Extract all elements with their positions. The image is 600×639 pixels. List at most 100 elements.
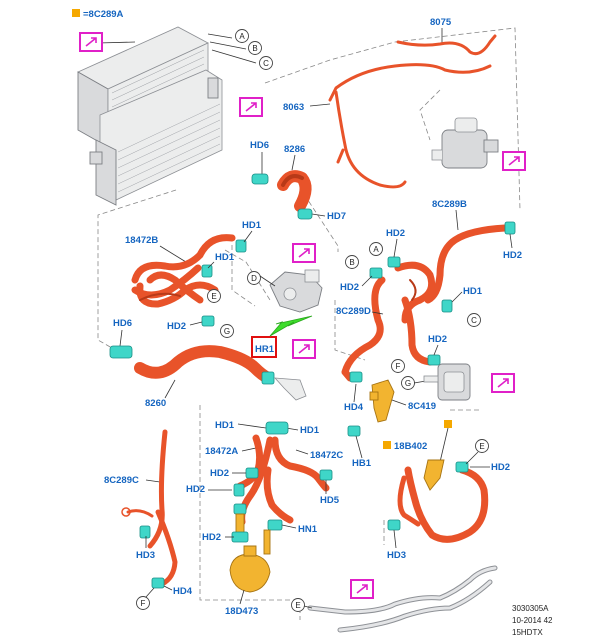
hose-clamp <box>319 469 333 481</box>
hose-clamp <box>139 525 151 539</box>
highlight-icon <box>502 151 526 171</box>
part-label-18472a: 18472A <box>205 446 238 457</box>
green-pointer-arrow <box>269 315 313 337</box>
hose-clamp <box>231 531 249 543</box>
callout-circle <box>391 359 405 373</box>
highlight-icon <box>292 339 316 359</box>
clip-label: HB1 <box>352 458 372 469</box>
coolant-hose <box>131 264 202 299</box>
hose-clamp <box>347 425 361 437</box>
coolant-hose <box>271 436 330 492</box>
dashed-grouping-lines <box>97 27 521 620</box>
leader-line <box>291 154 296 171</box>
coolant-hose <box>126 509 154 518</box>
clip-label: HD2 <box>202 532 221 543</box>
callout-circle <box>248 41 262 55</box>
leader-line <box>465 451 479 465</box>
leader-line <box>509 233 513 249</box>
leader-line <box>239 589 245 605</box>
hose-clamp <box>441 299 453 313</box>
clip-label: HD1 <box>242 220 262 231</box>
leader-line <box>97 41 136 44</box>
callout-circle <box>220 324 234 338</box>
part-label-8260: 8260 <box>145 398 166 409</box>
leader-line <box>355 435 363 459</box>
clip-label: HD2 <box>167 321 186 332</box>
callout-letter: C <box>471 316 477 325</box>
oil-cooler <box>423 363 471 401</box>
clip-label: HD1 <box>300 425 320 436</box>
hose-clamp <box>233 503 247 515</box>
hose-clamp <box>251 173 269 185</box>
figure-code: 15HDTX <box>512 628 543 637</box>
hose-clamp <box>504 221 516 235</box>
hose-clamp <box>349 371 363 383</box>
clip-label: HD7 <box>327 211 346 222</box>
coolant-hose <box>404 466 489 543</box>
coolant-hose <box>424 224 509 304</box>
highlight-icon <box>491 373 515 393</box>
callout-circle <box>475 439 489 453</box>
clip-label: HD2 <box>428 334 447 345</box>
clip-label: HD2 <box>386 228 405 239</box>
clip-label: HD2 <box>503 250 522 261</box>
callout-letter: F <box>396 362 401 371</box>
clip-label: HD3 <box>387 550 406 561</box>
expansion-tank <box>431 117 499 169</box>
highlight-icon <box>350 579 374 599</box>
coolant-hose <box>136 281 219 308</box>
callout-letter: F <box>141 599 146 608</box>
coolant-hose <box>409 279 417 301</box>
leader-line <box>241 447 257 452</box>
hose-clamp <box>427 354 441 366</box>
leader-line <box>159 245 187 263</box>
part-label-8075: 8075 <box>430 17 452 28</box>
coolant-hose <box>397 475 421 527</box>
leader-line <box>207 33 233 39</box>
leader-line <box>145 587 155 598</box>
clip-label: HD2 <box>491 462 510 473</box>
leader-line <box>211 49 257 64</box>
hose-clamp <box>387 519 401 531</box>
coolant-hose <box>341 276 386 382</box>
hose-clamp <box>265 421 289 435</box>
hr1-highlight-box <box>251 336 277 358</box>
figure-date: 10-2014 42 <box>512 616 553 625</box>
clip-label: HD2 <box>210 468 229 479</box>
part-label-18472c: 18472C <box>310 450 343 461</box>
clip-label: HD5 <box>320 495 340 506</box>
coolant-hose <box>281 174 304 187</box>
coolant-hose <box>336 148 345 164</box>
hose-clamp <box>235 239 247 253</box>
bottom-pipe-assembly <box>307 565 498 633</box>
clip-label: HD6 <box>250 140 269 151</box>
hose-clamp <box>369 267 383 279</box>
callout-letter: B <box>252 44 257 53</box>
coolant-hose <box>134 345 274 384</box>
part-label-8063: 8063 <box>283 102 304 113</box>
callout-circle <box>345 255 359 269</box>
clip-label: HD4 <box>173 586 193 597</box>
clip-label: HD3 <box>136 550 155 561</box>
callout-circle <box>291 598 305 612</box>
legend-label: =8C289A <box>83 9 124 20</box>
callout-circle <box>369 242 383 256</box>
coolant-hose <box>334 90 407 189</box>
leader-line <box>259 275 276 287</box>
leader-line <box>361 275 373 287</box>
highlight-icon <box>292 243 316 263</box>
hose-clamp <box>267 519 283 531</box>
legend-swatch <box>72 9 80 17</box>
leader-line <box>393 238 398 258</box>
clip-label: HD2 <box>186 484 205 495</box>
hose-clamp <box>233 483 245 497</box>
hose-clamp <box>455 461 469 473</box>
leader-line <box>163 585 173 591</box>
callout-circle <box>235 29 249 43</box>
sensor-18b402 <box>423 459 445 491</box>
coolant-hose <box>328 63 492 102</box>
leader-line <box>439 427 449 463</box>
hose-clamp <box>109 345 133 359</box>
coolant-pump-18d473 <box>229 503 271 593</box>
clip-label: HD1 <box>215 420 235 431</box>
